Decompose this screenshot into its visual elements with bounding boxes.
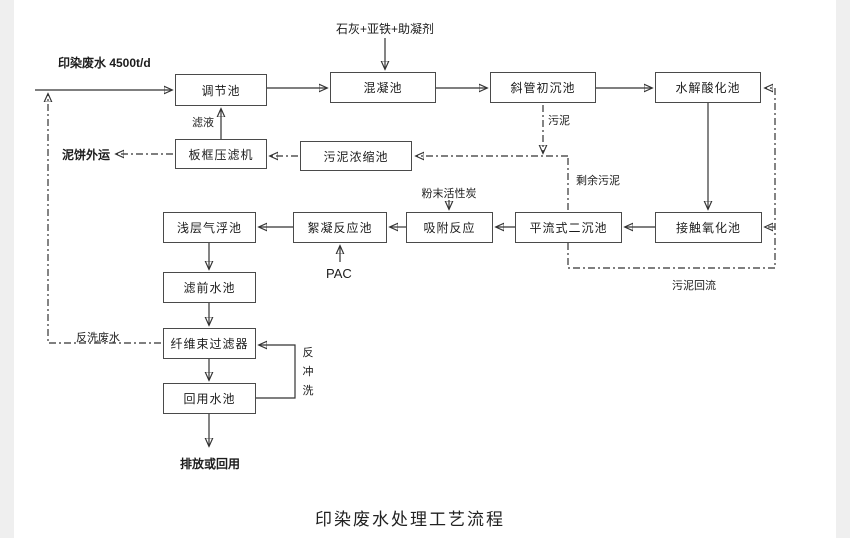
node-label: 纤维束过滤器 <box>170 337 249 351</box>
node-label: 接触氧化池 <box>675 221 741 235</box>
influent-label: 印染废水 4500t/d <box>58 56 151 70</box>
node-label: 污泥浓缩池 <box>323 149 389 164</box>
node-reuse-water-tank: 回用水池 <box>163 383 256 414</box>
node-hydrolysis-acidification-tank: 水解酸化池 <box>655 72 761 103</box>
pac-label: PAC <box>326 266 352 281</box>
node-adsorption-reaction: 吸附反应 <box>406 212 493 243</box>
page-margin-right <box>836 0 850 538</box>
arrow-backwash-loop <box>256 345 296 399</box>
node-flocculation-reaction-tank: 絮凝反应池 <box>293 212 387 243</box>
node-label: 絮凝反应池 <box>307 221 373 235</box>
node-sludge-thickening-tank: 污泥浓缩池 <box>300 141 412 171</box>
backwash-label: 反冲洗 <box>302 347 314 397</box>
powdered-carbon-label: 粉末活性炭 <box>421 188 477 200</box>
node-label: 板框压滤机 <box>188 147 254 162</box>
arrow-sludge-return-to-hydrolysis <box>567 88 776 269</box>
backwash-waste-label: 反洗废水 <box>76 332 120 344</box>
node-pre-filter-water-tank: 滤前水池 <box>163 272 256 303</box>
excess-sludge-label: 剩余污泥 <box>576 175 620 187</box>
chemicals-label: 石灰+亚铁+助凝剂 <box>335 22 435 36</box>
node-contact-oxidation-tank: 接触氧化池 <box>655 212 762 243</box>
mud-cake-label: 泥饼外运 <box>62 148 111 162</box>
discharge-label: 排放或回用 <box>179 457 240 471</box>
sludge-return-label: 污泥回流 <box>672 280 716 292</box>
node-regulating-tank: 调节池 <box>175 74 267 106</box>
diagram-caption: 印染废水处理工艺流程 <box>315 510 505 529</box>
node-label: 回用水池 <box>183 392 236 406</box>
node-label: 调节池 <box>201 83 241 98</box>
node-label: 滤前水池 <box>183 281 236 295</box>
node-horizontal-secondary-sedimentation-tank: 平流式二沉池 <box>515 212 622 243</box>
node-shallow-air-flotation-tank: 浅层气浮池 <box>163 212 256 243</box>
node-plate-frame-filter-press: 板框压滤机 <box>175 139 267 169</box>
node-label: 浅层气浮池 <box>176 221 242 235</box>
node-label: 平流式二沉池 <box>529 221 608 235</box>
node-label: 斜管初沉池 <box>510 81 576 95</box>
node-coagulation-tank: 混凝池 <box>330 72 436 103</box>
filtrate-label: 滤液 <box>192 117 214 129</box>
node-fiber-bundle-filter: 纤维束过滤器 <box>163 328 256 359</box>
page-margin-left <box>0 0 14 538</box>
arrow-backwash-waste-return <box>48 94 161 344</box>
node-inclined-tube-primary-sedimentation-tank: 斜管初沉池 <box>490 72 596 103</box>
node-label: 水解酸化池 <box>675 81 741 95</box>
node-label: 吸附反应 <box>423 221 476 235</box>
sludge-label: 污泥 <box>548 115 570 127</box>
node-label: 混凝池 <box>363 81 403 95</box>
